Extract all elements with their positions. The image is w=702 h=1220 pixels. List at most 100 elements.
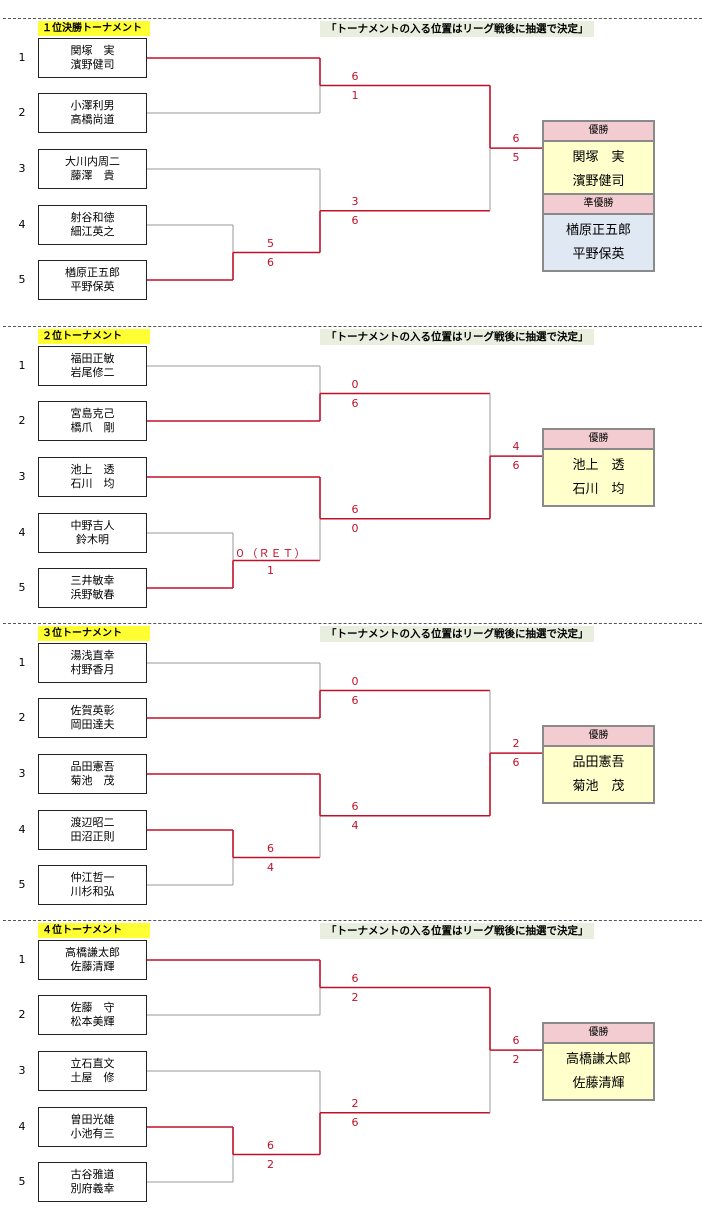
team-entry: 湯浅直幸村野香月 (38, 643, 147, 683)
player-name: 立石直文 (70, 1057, 115, 1070)
player-name: 濱野健司 (572, 174, 625, 190)
seed-number: 2 (18, 106, 26, 119)
seed-number: 3 (18, 767, 26, 780)
seed-number: 2 (18, 414, 26, 427)
player-name: 渡辺昭二 (70, 816, 115, 829)
player-name: 高橋謙太郎 (65, 946, 120, 959)
seed-number: 2 (18, 711, 26, 724)
champion-box: 優勝関塚 実濱野健司 (542, 120, 655, 200)
player-name: 品田憲吾 (70, 760, 115, 773)
score-sf-1v2-bottom: 6 (351, 693, 359, 707)
seed-number: 1 (18, 953, 26, 966)
score-sf-1v2-top: 0 (351, 377, 359, 391)
score-r1-4v5-bottom: 4 (267, 860, 274, 874)
player-name: 石川 均 (70, 477, 115, 490)
team-entry: 古谷雅道別府義幸 (38, 1162, 147, 1202)
score-r1-4v5-top: 6 (267, 1138, 274, 1152)
score-sf-3v45-bottom: 6 (351, 213, 359, 227)
player-name: 佐藤 守 (70, 1001, 115, 1014)
seed-number: 4 (18, 1120, 26, 1133)
score-sf-1v2-bottom: 6 (351, 396, 359, 410)
bracket-lines (147, 662, 542, 886)
score-final-top: 2 (512, 737, 520, 751)
player-name: 射谷和徳 (70, 211, 115, 224)
player-name: 土屋 修 (70, 1071, 115, 1084)
player-name: 品田憲吾 (572, 755, 625, 771)
player-name: 別府義幸 (70, 1182, 115, 1195)
score-sf-3v45-bottom: 0 (351, 521, 359, 535)
player-name: 池上 透 (572, 458, 625, 474)
result-names: 関塚 実濱野健司 (544, 142, 653, 198)
player-name: 佐賀英彰 (70, 704, 115, 717)
player-name: 関塚 実 (70, 44, 115, 57)
champion-box: 優勝品田憲吾菊池 茂 (542, 725, 655, 805)
score-sf-1v2-bottom: 1 (351, 88, 359, 102)
score-sf-3v45-top: 2 (351, 1096, 359, 1110)
player-name: 曽田光雄 (70, 1113, 115, 1126)
team-entry: 関塚 実濱野健司 (38, 38, 147, 78)
team-entry: 立石直文土屋 修 (38, 1051, 147, 1091)
score-r1-4v5-top: 5 (267, 236, 274, 250)
bracket-lines (147, 959, 542, 1183)
seed-number: 1 (18, 51, 26, 64)
player-name: 高橋尚道 (70, 113, 115, 126)
seed-number: 5 (18, 1175, 26, 1188)
team-entry: 佐賀英彰岡田達夫 (38, 698, 147, 738)
seed-number: 1 (18, 656, 26, 669)
score-final-bottom: 5 (512, 151, 520, 165)
team-entry: 仲江哲一川杉和弘 (38, 865, 147, 905)
player-name: 佐藤清輝 (70, 960, 115, 973)
section-divider (3, 18, 702, 19)
team-entry: 渡辺昭二田沼正則 (38, 810, 147, 850)
player-name: 湯浅直幸 (70, 649, 115, 662)
draw-note: 「トーナメントの入る位置はリーグ戦後に抽選で決定」 (320, 329, 594, 345)
seed-number: 5 (18, 273, 26, 286)
score-sf-3v45-bottom: 4 (351, 818, 359, 832)
player-name: 中野吉人 (70, 519, 115, 532)
player-name: 福田正敏 (70, 352, 115, 365)
player-name: 岩尾修二 (70, 366, 115, 379)
section-divider (3, 326, 702, 327)
section-divider (3, 920, 702, 921)
team-entry: 池上 透石川 均 (38, 457, 147, 497)
score-final-top: 6 (512, 132, 520, 146)
champion-label: 優勝 (544, 727, 653, 748)
player-name: 細江英之 (70, 225, 115, 238)
player-name: 田沼正則 (70, 830, 115, 843)
score-sf-3v45-top: 3 (351, 194, 359, 208)
player-name: 池上 透 (70, 463, 115, 476)
player-name: 菊池 茂 (70, 774, 115, 787)
player-name: 松本美輝 (70, 1015, 115, 1028)
team-entry: 中野吉人鈴木明 (38, 513, 147, 553)
bracket-3: ３位トーナメント 「トーナメントの入る位置はリーグ戦後に抽選で決定」 1 湯浅直幸… (0, 623, 702, 923)
champion-label: 優勝 (544, 122, 653, 143)
seed-number: 3 (18, 1064, 26, 1077)
team-entry: 射谷和徳細江英之 (38, 205, 147, 245)
score-r1-4v5-top: 6 (267, 841, 274, 855)
result-names: 池上 透石川 均 (544, 450, 653, 506)
result-names: 高橋謙太郎佐藤清輝 (544, 1044, 653, 1100)
player-name: 浜野敏春 (70, 588, 115, 601)
player-name: 古谷雅道 (70, 1168, 115, 1181)
player-name: 小池有三 (70, 1127, 115, 1140)
bracket-title: ４位トーナメント (38, 923, 150, 938)
team-entry: 三井敏幸浜野敏春 (38, 568, 147, 608)
team-entry: 楢原正五郎平野保英 (38, 260, 147, 300)
draw-note: 「トーナメントの入る位置はリーグ戦後に抽選で決定」 (320, 626, 594, 642)
champion-box: 優勝高橋謙太郎佐藤清輝 (542, 1022, 655, 1102)
bracket-lines (147, 57, 542, 281)
player-name: 三井敏幸 (70, 574, 115, 587)
team-entry: 福田正敏岩尾修二 (38, 346, 147, 386)
player-name: 仲江哲一 (70, 871, 115, 884)
team-entry: 宮島克己橋爪 剛 (38, 401, 147, 441)
score-final-bottom: 6 (512, 459, 520, 473)
seed-number: 2 (18, 1008, 26, 1021)
bracket-title: ３位トーナメント (38, 626, 150, 641)
champion-label: 優勝 (544, 430, 653, 451)
section-divider (3, 623, 702, 624)
seed-number: 3 (18, 162, 26, 175)
score-sf-1v2-top: 6 (351, 971, 359, 985)
